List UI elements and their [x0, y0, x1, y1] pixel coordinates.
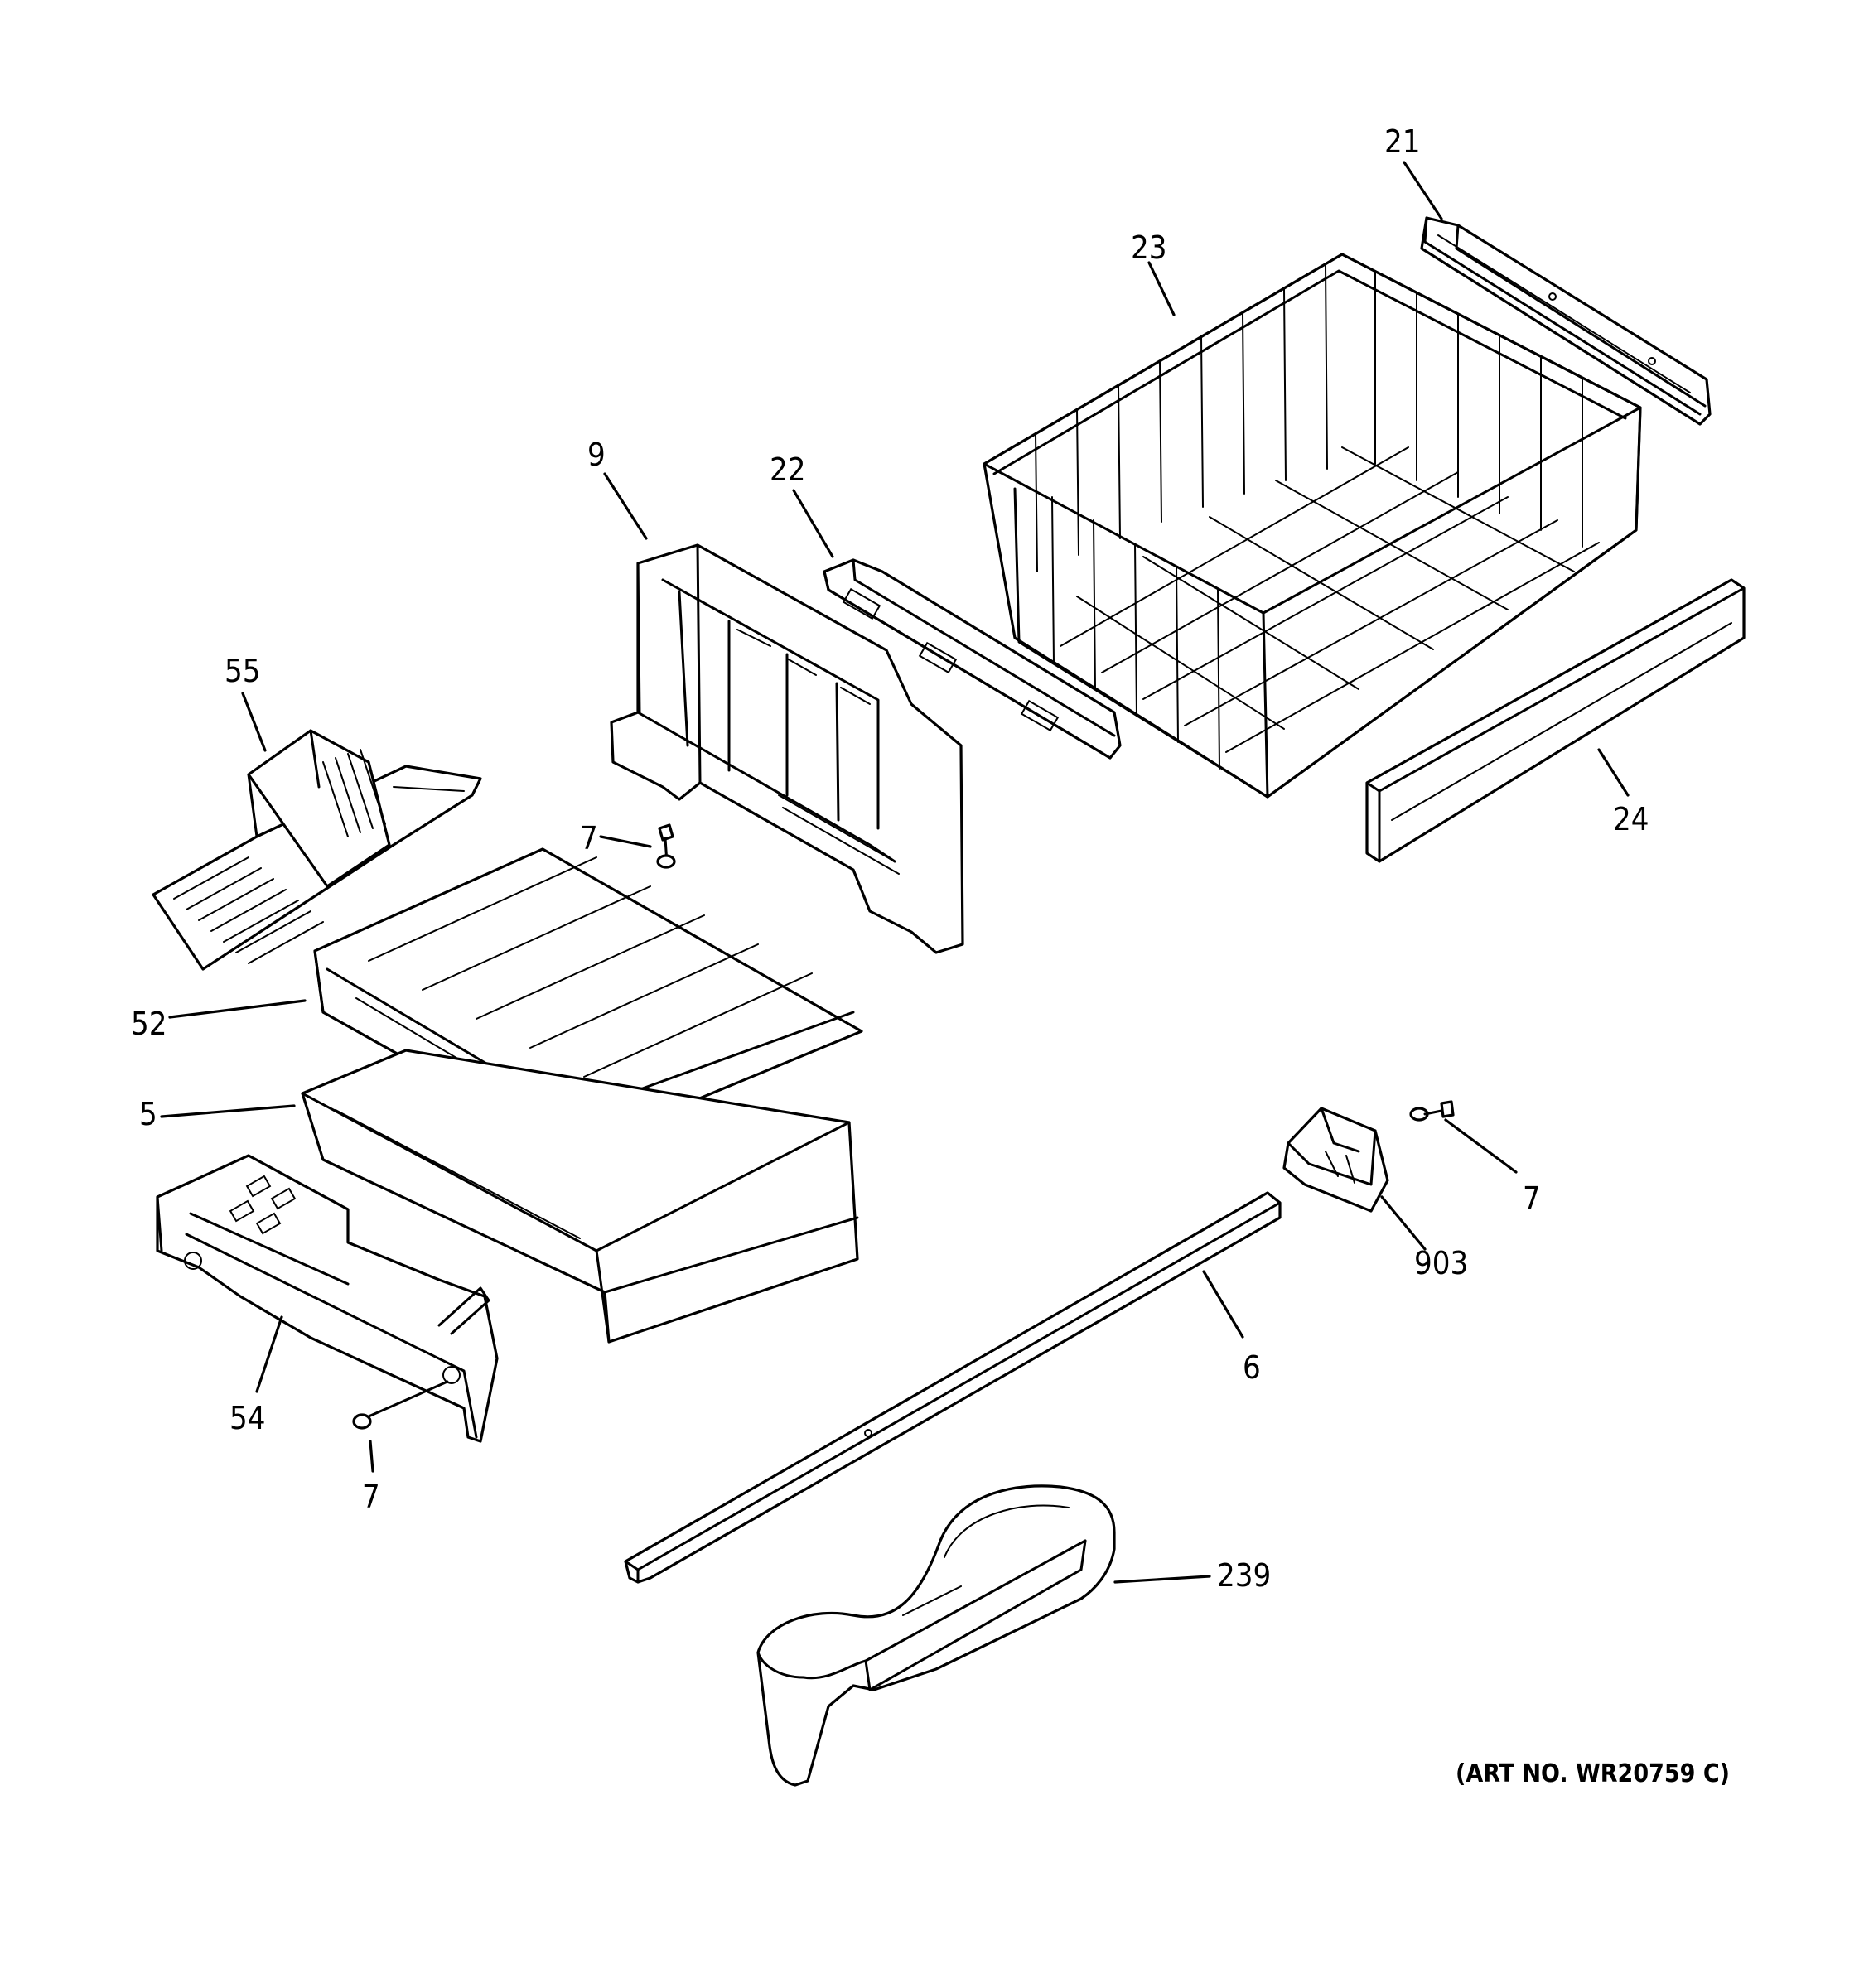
leader-9	[603, 472, 648, 540]
part-54-bracket-rail	[156, 1154, 499, 1443]
part-7-screw-right	[1409, 1100, 1455, 1122]
callout-239: 239	[1217, 1557, 1271, 1594]
part-55-rack	[152, 729, 482, 971]
part-21-slide-rail	[1420, 216, 1712, 426]
callout-7b: 7	[1523, 1180, 1541, 1217]
part-5-drawer-pan	[301, 1049, 859, 1344]
callout-5: 5	[139, 1096, 157, 1132]
leader-22	[792, 489, 834, 558]
callout-23: 23	[1131, 229, 1167, 266]
part-22-slide-rail	[823, 558, 1122, 760]
part-903-bracket	[1282, 1107, 1389, 1213]
leader-5	[160, 1104, 296, 1118]
callout-55: 55	[225, 653, 261, 689]
leader-52	[168, 999, 307, 1019]
leader-903	[1380, 1195, 1427, 1251]
part-7-screw-upper	[656, 823, 676, 869]
leader-55	[241, 692, 267, 752]
leader-23	[1147, 261, 1176, 316]
leader-7b	[1444, 1118, 1518, 1174]
part-24-front-panel	[1365, 578, 1746, 863]
leader-239	[1113, 1575, 1211, 1584]
part-7-screw-lower	[352, 1380, 449, 1430]
art-number: (ART NO. WR20759 C)	[1456, 1759, 1730, 1788]
part-23-wire-basket	[983, 253, 1642, 799]
leader-21	[1403, 161, 1443, 220]
leader-6	[1202, 1270, 1244, 1339]
callout-7c: 7	[362, 1479, 380, 1515]
part-9-drawer-frame	[610, 543, 964, 954]
leader-24	[1597, 748, 1630, 797]
part-6-channel-rail	[624, 1191, 1282, 1584]
leader-7a	[599, 835, 652, 848]
callout-6: 6	[1243, 1349, 1261, 1386]
part-239-bin	[756, 1484, 1116, 1787]
callout-9: 9	[587, 437, 606, 473]
leader-7c	[369, 1440, 374, 1473]
callout-21: 21	[1384, 123, 1421, 160]
callout-54: 54	[229, 1400, 266, 1436]
leader-54	[255, 1315, 283, 1393]
callout-22: 22	[770, 451, 806, 488]
callout-7a: 7	[580, 820, 598, 856]
callout-52: 52	[131, 1006, 167, 1042]
callout-903: 903	[1414, 1245, 1468, 1281]
callout-24: 24	[1613, 801, 1649, 837]
